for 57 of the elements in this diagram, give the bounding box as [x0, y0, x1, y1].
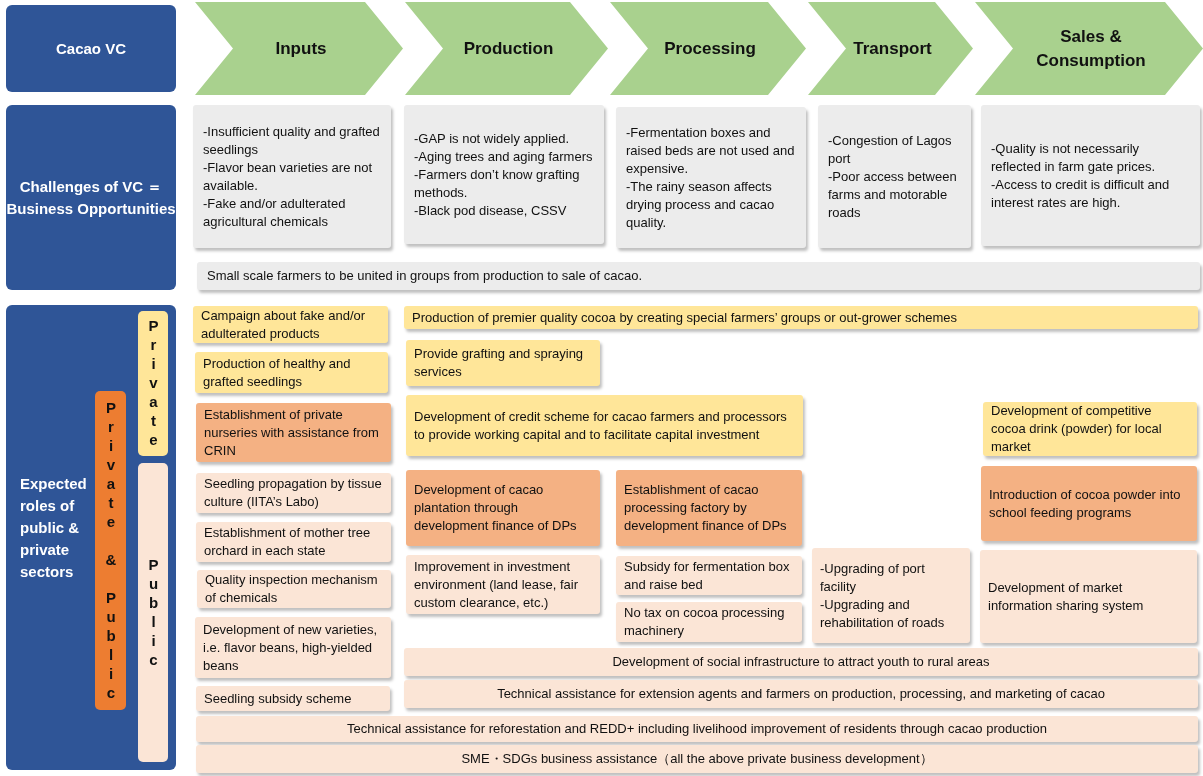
row-heading: Challenges of VC ＝Business Opportunities [6, 105, 176, 290]
role-box: Development of credit scheme for cacao farmers and processors to provide working capital and to facilitate capital investment [406, 395, 803, 456]
role-box [812, 548, 970, 643]
bullet-text: -Farmers don’t know grafting methods. [414, 165, 581, 202]
role-box: Technical assistance for extension agents and farmers on production, processing, and marketing of cacao [404, 680, 1198, 708]
bullet-text: -Insufficient quality and grafted seedlings [203, 122, 381, 159]
sector-label: Public [138, 463, 168, 762]
role-box: Establishment of cacao processing factory by development finance of DPs [616, 470, 802, 546]
role-box: Improvement in investment environment (land lease, fair custom clearance, etc.) [406, 555, 600, 614]
bullet-text: -Aging trees and aging farmers [414, 147, 594, 166]
challenge-box [818, 105, 971, 248]
role-box: No tax on cocoa processing machinery [616, 602, 802, 642]
role-box: Establishment of mother tree orchard in each state [196, 522, 391, 562]
bullet-text: -Fermentation boxes and raised beds are not used and expensive. [626, 123, 796, 178]
bullet-text: -Quality is not necessarily reflected in farm gate prices. [991, 139, 1157, 176]
role-box: Seedling subsidy scheme [196, 686, 390, 711]
sector-panel [6, 305, 176, 770]
sector-label: Private & Public [95, 391, 126, 710]
role-box: Subsidy for fermentation box and raise bed [616, 556, 802, 595]
bullet-text: -Poor access between farms and motorable roads [828, 167, 958, 222]
bullet-text: -Upgrading and rehabilitation of roads [820, 595, 946, 632]
role-box: Development of market information sharing system [980, 550, 1197, 643]
bullet-text: -Access to credit is difficult and interest rates are high. [991, 175, 1171, 212]
panel-heading: Expected roles of public & private sectors [20, 474, 88, 582]
stage-header: Inputs [195, 2, 403, 95]
role-box: Production of premier quality cocoa by creating special farmers’ groups or out-grower schemes [404, 306, 1198, 329]
challenge-box: Small scale farmers to be united in groups from production to sale of cacao. [197, 262, 1200, 290]
bullet-text: -The rainy season affects drying process and cacao quality. [626, 177, 776, 232]
role-box: Development of social infrastructure to attract youth to rural areas [404, 648, 1198, 676]
row-heading: Cacao VC [6, 5, 176, 92]
bullet-text: -GAP is not widely applied. [414, 129, 571, 148]
bullet-text: -Congestion of Lagos port [828, 131, 953, 168]
role-box: Campaign about fake and/or adulterated products [193, 306, 388, 343]
stage-header: Transport [808, 2, 973, 95]
sector-label: Private [138, 311, 168, 456]
challenge-box [616, 107, 806, 248]
stage-header: Sales & Consumption [975, 2, 1203, 95]
role-box: Establishment of private nurseries with assistance from CRIN [196, 403, 391, 462]
role-box: Quality inspection mechanism of chemicals [197, 570, 391, 608]
bullet-text: -Upgrading of port facility [820, 559, 926, 596]
challenge-box [981, 105, 1200, 246]
role-box: Introduction of cocoa powder into school feeding programs [981, 466, 1197, 541]
role-box: Development of cacao plantation through development finance of DPs [406, 470, 600, 546]
role-box: Technical assistance for reforestation and REDD+ including livelihood improvement of residents through cacao production [196, 716, 1198, 742]
challenge-box [404, 105, 604, 244]
role-box: Development of new varieties, i.e. flavor beans, high-yielded beans [195, 617, 391, 678]
role-box: Provide grafting and spraying services [406, 340, 600, 386]
role-box: Production of healthy and grafted seedlings [195, 352, 388, 393]
bullet-text: -Black pod disease, CSSV [414, 201, 568, 220]
role-box: Seedling propagation by tissue culture (IITA’s Labo) [196, 473, 391, 513]
role-box: SME・SDGs business assistance（all the above private business development） [196, 745, 1198, 773]
stage-header: Processing [610, 2, 806, 95]
bullet-text: -Flavor bean varieties are not available. [203, 158, 374, 195]
bullet-text: -Fake and/or adulterated agricultural chemicals [203, 194, 347, 231]
role-box: Development of competitive cocoa drink (powder) for local market [983, 402, 1197, 456]
challenge-box [193, 105, 391, 248]
stage-header: Production [405, 2, 608, 95]
